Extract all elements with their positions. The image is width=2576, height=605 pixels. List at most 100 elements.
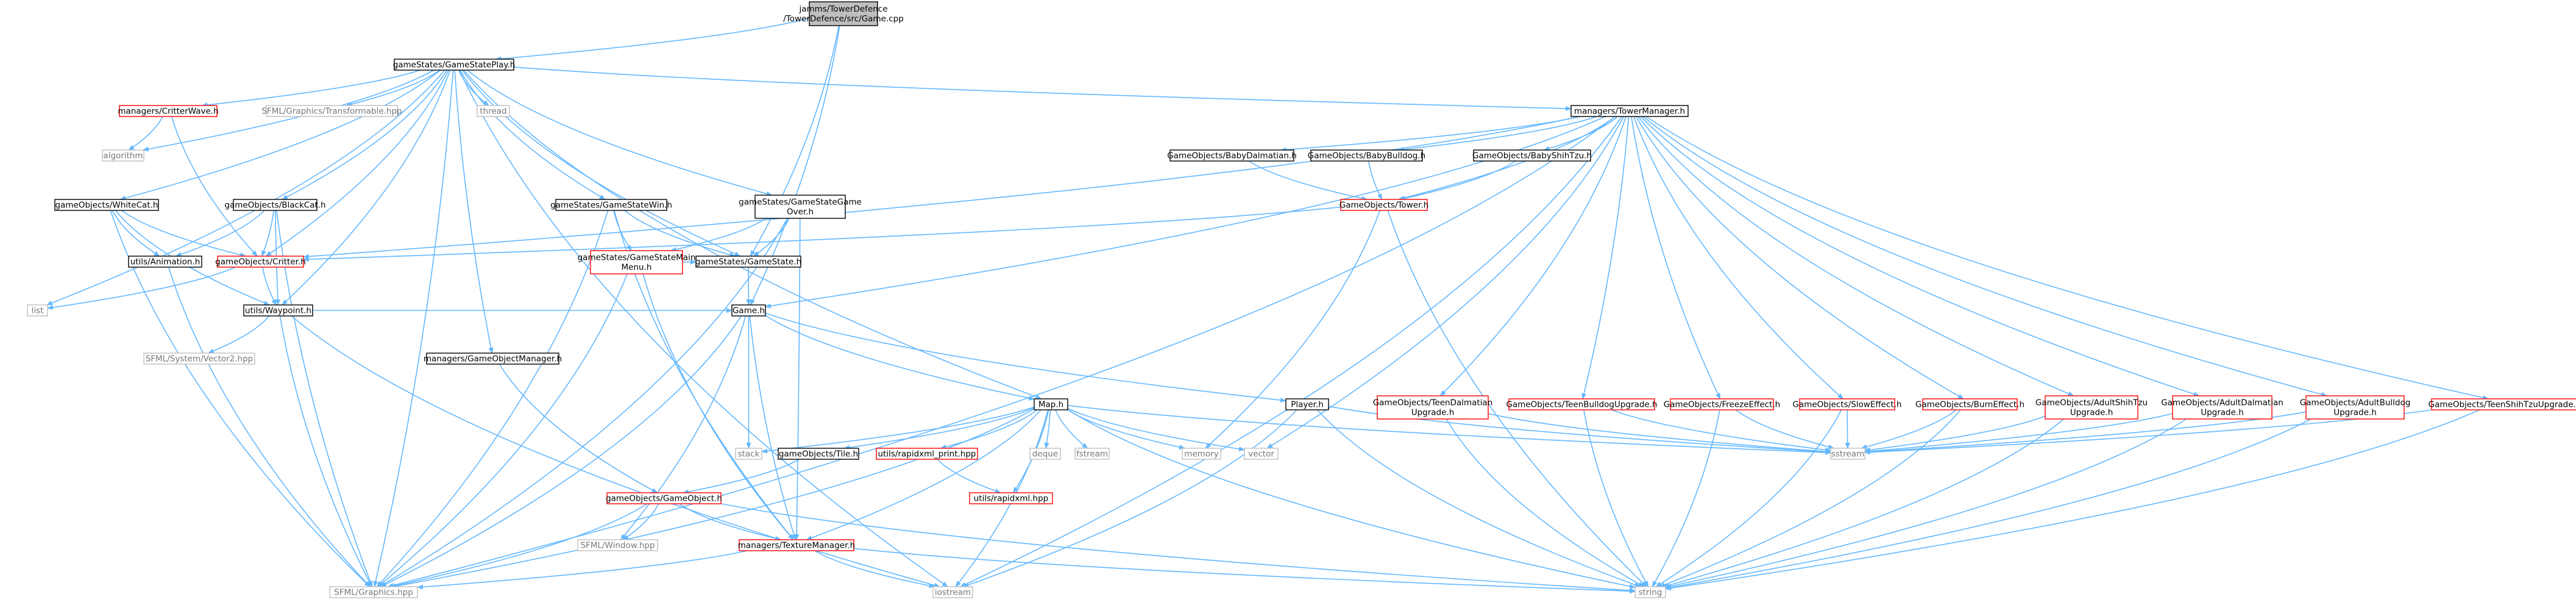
edge-gameobject-to-window <box>622 503 659 540</box>
node-slow[interactable]: GameObjects/SlowEffect.h <box>1792 398 1902 410</box>
node-box <box>233 199 318 211</box>
edge-map-to-vector <box>1067 407 1245 452</box>
node-rapidprint[interactable]: utils/rapidxml_print.hpp <box>876 448 978 460</box>
node-box <box>2305 395 2405 420</box>
node-gswin[interactable]: gameStates/GameStateWin.h <box>550 199 672 211</box>
edge-slow-to-string <box>1655 409 1842 587</box>
node-babybulldog[interactable]: GameObjects/BabyBulldog.h <box>1308 149 1425 162</box>
node-algorithm: algorithm <box>102 149 144 162</box>
node-box <box>932 586 973 598</box>
node-box <box>1029 448 1061 460</box>
node-label: GameObjects/BabyShihTzu.h <box>1472 151 1592 161</box>
node-box <box>969 492 1053 504</box>
node-freeze[interactable]: GameObjects/FreezeEffect.h <box>1664 398 1780 410</box>
node-gsplay[interactable]: gameStates/GameStatePlay.h <box>393 59 516 71</box>
edge-map-to-texturemgr <box>806 409 1041 540</box>
node-animation[interactable]: utils/Animation.h <box>128 256 202 268</box>
node-critter[interactable]: gameObjects/Critter.h <box>215 256 306 268</box>
node-box <box>1034 398 1068 410</box>
node-label: GameObjects/AdultShihTzu <box>2035 398 2148 408</box>
edge-critterwave-to-critter <box>171 116 258 257</box>
node-box <box>1473 149 1591 162</box>
edge-babyshihtzu-to-tower <box>1400 160 1516 201</box>
edge-towermgr-to-teenbulldog <box>1581 116 1630 399</box>
node-game[interactable]: Game.h <box>731 304 766 317</box>
node-gamestate[interactable]: gameStates/GameState.h <box>695 256 801 268</box>
node-tile[interactable]: gameObjects/Tile.h <box>778 448 859 460</box>
node-blackcat[interactable]: gameObjects/BlackCat.h <box>224 199 326 211</box>
node-box <box>329 586 418 598</box>
edge-map-to-tile <box>843 407 1035 450</box>
node-box <box>1169 149 1294 162</box>
node-label: Upgrade.h <box>2333 408 2377 418</box>
node-root[interactable]: jamms/TowerDefence/TowerDefence/src/Game… <box>783 1 904 26</box>
node-player[interactable]: Player.h <box>1285 398 1329 410</box>
node-label: GameObjects/AdultBulldog <box>2300 398 2411 408</box>
node-label: string <box>1639 588 1662 598</box>
edge-teenshihtzu-to-string <box>1665 409 2480 591</box>
node-whitecat[interactable]: gameObjects/WhiteCat.h <box>54 199 159 211</box>
edge-gsplay-to-blackcat <box>282 70 448 200</box>
edge-towermgr-to-iostream <box>960 116 1622 587</box>
node-graphics: SFML/Graphics.hpp <box>329 586 418 598</box>
edge-teendalmatian-to-string <box>1446 418 1645 587</box>
node-towermgr[interactable]: managers/TowerManager.h <box>1570 105 1689 117</box>
node-box <box>555 199 667 211</box>
edge-gsplay-to-critterwave <box>201 70 420 108</box>
node-label: GameObjects/BabyDalmatian.h <box>1167 151 1296 161</box>
edge-towermgr-to-adultbulldog <box>1642 116 2327 397</box>
node-teenshihtzu[interactable]: GameObjects/TeenShihTzuUpgrade.h <box>2429 398 2576 410</box>
node-fstream: fstream <box>1074 448 1110 460</box>
edge-freeze-to-sstream <box>1735 409 1835 449</box>
edge-gameobject-to-graphics <box>389 503 648 589</box>
node-teenbulldog[interactable]: GameObjects/TeenBulldogUpgrade.h <box>1506 398 1658 410</box>
node-window: SFML/Window.hpp <box>577 539 658 551</box>
node-label: GameObjects/BabyBulldog.h <box>1308 151 1425 161</box>
edge-game-to-player <box>765 312 1286 403</box>
node-tower[interactable]: GameObjects/Tower.h <box>1339 199 1428 211</box>
edge-gsplay-to-gamestate <box>461 70 741 257</box>
node-label: managers/TextureManager.h <box>738 541 855 551</box>
edge-gsplay-to-gomanager <box>454 70 494 354</box>
node-label: SFML/Graphics.hpp <box>334 588 413 598</box>
edge-map-to-string <box>1067 409 1636 589</box>
node-label: Over.h <box>787 207 814 217</box>
node-box <box>394 59 514 71</box>
edge-root-to-gamestate <box>750 25 840 257</box>
edge-gsgameover-to-gsmainmenu <box>670 218 767 252</box>
node-label: thread <box>480 107 506 116</box>
node-box <box>1244 448 1279 460</box>
node-label: list <box>32 306 44 316</box>
node-critterwave[interactable]: managers/CritterWave.h <box>118 105 219 117</box>
node-babyshihtzu[interactable]: GameObjects/BabyShihTzu.h <box>1472 149 1592 162</box>
edge-gswin-to-gamestate <box>624 210 736 257</box>
node-box <box>1377 395 1489 420</box>
edge-tower-to-critter <box>303 206 1341 262</box>
node-box <box>128 256 202 268</box>
node-string: string <box>1634 586 1666 598</box>
edge-gsplay-to-critter <box>265 70 449 257</box>
node-box <box>731 304 766 317</box>
node-rapidxml[interactable]: utils/rapidxml.hpp <box>969 492 1053 504</box>
node-label: Upgrade.h <box>1411 408 1455 418</box>
edge-teenbulldog-to-sstream <box>1611 409 1831 453</box>
node-texturemgr[interactable]: managers/TextureManager.h <box>738 539 855 551</box>
node-label: gameObjects/GameObject.h <box>606 494 722 504</box>
node-box <box>1182 448 1221 460</box>
node-label: utils/Waypoint.h <box>245 306 311 316</box>
node-gomanager[interactable]: managers/GameObjectManager.h <box>424 353 562 365</box>
node-box <box>1670 398 1774 410</box>
node-babydalmatian[interactable]: GameObjects/BabyDalmatian.h <box>1167 149 1297 162</box>
edge-gsplay-to-graphics <box>373 70 454 587</box>
node-burn[interactable]: GameObjects/BurnEffect.h <box>1915 398 2024 410</box>
node-gameobject[interactable]: gameObjects/GameObject.h <box>606 492 722 504</box>
node-map[interactable]: Map.h <box>1034 398 1068 410</box>
node-waypoint[interactable]: utils/Waypoint.h <box>243 304 313 317</box>
node-box <box>477 105 510 117</box>
